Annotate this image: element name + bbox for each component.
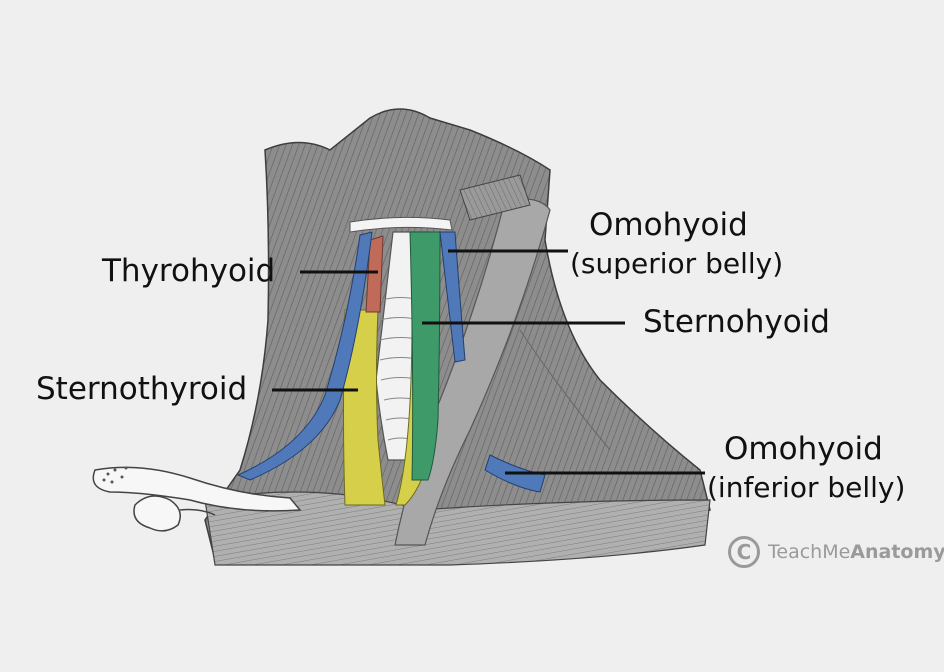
hyoid-bone bbox=[349, 216, 453, 233]
label-sternothyroid: Sternothyroid bbox=[36, 371, 248, 407]
copyright-icon: C bbox=[728, 536, 760, 568]
watermark: C TeachMe Anatomy info bbox=[728, 536, 944, 568]
label-omohyoid-superior-sub: (superior belly) bbox=[570, 247, 784, 280]
chest-muscles bbox=[204, 491, 711, 566]
coracoid bbox=[133, 495, 181, 532]
label-thyrohyoid: Thyrohyoid bbox=[102, 253, 276, 289]
thyrohyoid-muscle bbox=[365, 235, 384, 313]
omohyoid-superior-belly-left bbox=[236, 231, 373, 481]
omohyoid-superior-belly-right bbox=[439, 231, 466, 363]
sternothyroid-muscle bbox=[343, 309, 386, 506]
watermark-brand-light: TeachMe bbox=[768, 541, 851, 563]
watermark-brand-bold: Anatomy bbox=[850, 541, 944, 563]
sternohyoid-muscle bbox=[409, 231, 441, 481]
label-omohyoid-inferior-title: Omohyoid bbox=[724, 431, 883, 467]
label-omohyoid-inferior-sub: (inferior belly) bbox=[707, 471, 906, 504]
clavicle bbox=[92, 466, 302, 512]
label-sternohyoid: Sternohyoid bbox=[643, 304, 830, 340]
label-omohyoid-superior-title: Omohyoid bbox=[589, 207, 748, 243]
